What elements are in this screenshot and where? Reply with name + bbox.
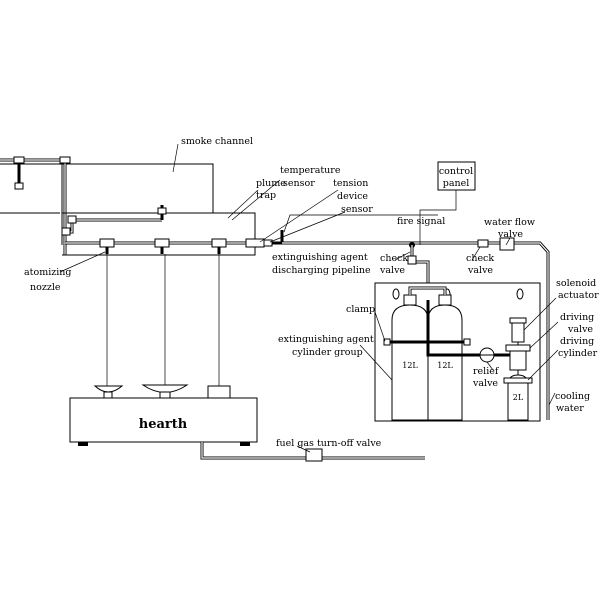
label-solenoid: solenoid <box>556 278 596 289</box>
label-driving-cylinder-2: cylinder <box>558 348 598 359</box>
label-trap: trap <box>256 190 276 201</box>
label-tension: tension <box>333 178 368 189</box>
label-water: water <box>556 403 584 414</box>
label-ext-cylinder-group: cylinder group <box>292 347 363 358</box>
nozzle-1 <box>99 238 115 248</box>
tension-device <box>245 238 265 248</box>
hook-icon <box>392 288 400 300</box>
label-extinguishing-agent: extinguishing agent <box>272 252 368 263</box>
label-temperature-sensor: sensor <box>283 178 315 189</box>
label-driving-cylinder: driving <box>560 336 594 347</box>
control-panel-label-1: control <box>439 166 473 177</box>
cylinder-manifold <box>408 286 480 357</box>
relief-valve <box>479 347 510 363</box>
control-panel: control panel <box>283 161 476 245</box>
main-pipeline <box>282 237 550 420</box>
label-smoke-channel: smoke channel <box>181 136 253 147</box>
label-fire-signal: fire signal <box>397 216 445 227</box>
label-water-flow-valve: valve <box>497 229 523 240</box>
clamp <box>383 338 471 346</box>
label-actuator: actuator <box>558 290 599 301</box>
label-check-right-valve: valve <box>467 265 493 276</box>
driving-valve <box>505 344 531 375</box>
burner-left <box>93 385 124 399</box>
label-check-right: check <box>466 253 494 264</box>
hook-icon <box>516 288 524 300</box>
plume-trap-pipes <box>61 205 167 236</box>
label-temperature: temperature <box>280 165 341 176</box>
label-ext-cylinder: extinguishing agent <box>278 334 374 345</box>
burner-middle <box>141 384 189 399</box>
label-driving-valve-2: valve <box>567 324 593 335</box>
burner-right <box>207 385 231 399</box>
labels: smoke channel temperature sensor plume t… <box>24 136 599 449</box>
solenoid-actuator <box>509 317 527 345</box>
label-tension-sensor: sensor <box>341 204 373 215</box>
label-fuel-gas: fuel gas turn-off valve <box>276 438 382 449</box>
label-discharging-pipeline: discharging pipeline <box>272 265 371 276</box>
cylinder-volume-a: 12L <box>402 361 418 370</box>
label-cooling: cooling <box>555 391 590 402</box>
check-valve-right <box>477 239 489 248</box>
label-device: device <box>337 191 368 202</box>
smoke-channel <box>0 159 214 245</box>
label-check-left-valve: valve <box>379 265 405 276</box>
agent-cylinder-right: 12L <box>427 294 463 421</box>
label-water-flow: water flow <box>484 217 535 228</box>
label-relief-valve: valve <box>472 378 498 389</box>
nozzle-3 <box>211 238 227 248</box>
nozzle-2 <box>154 238 170 248</box>
label-check-left: check <box>380 253 408 264</box>
water-flow-valve <box>499 237 515 251</box>
spray-lines <box>106 254 220 386</box>
label-nozzle: nozzle <box>30 282 61 293</box>
discharging-pipeline <box>65 230 284 254</box>
smoke-channel-inlet-pipe <box>0 156 71 255</box>
hearth-label: hearth <box>139 417 188 432</box>
leader-lines <box>59 143 559 453</box>
cylinder-volume-b: 12L <box>437 361 453 370</box>
driving-cylinder-volume: 2L <box>513 393 524 402</box>
driving-cylinder: 2L <box>503 374 533 421</box>
label-relief: relief <box>473 366 500 377</box>
agent-cylinder-left: 12L <box>391 294 429 421</box>
label-atomizing: atomizing <box>24 267 72 278</box>
fuel-gas-valve <box>305 448 323 462</box>
label-clamp: clamp <box>346 304 375 315</box>
label-driving-valve: driving <box>560 312 594 323</box>
control-panel-label-2: panel <box>443 178 470 189</box>
label-plume: plume <box>256 178 286 189</box>
hearth: hearth <box>69 397 258 446</box>
